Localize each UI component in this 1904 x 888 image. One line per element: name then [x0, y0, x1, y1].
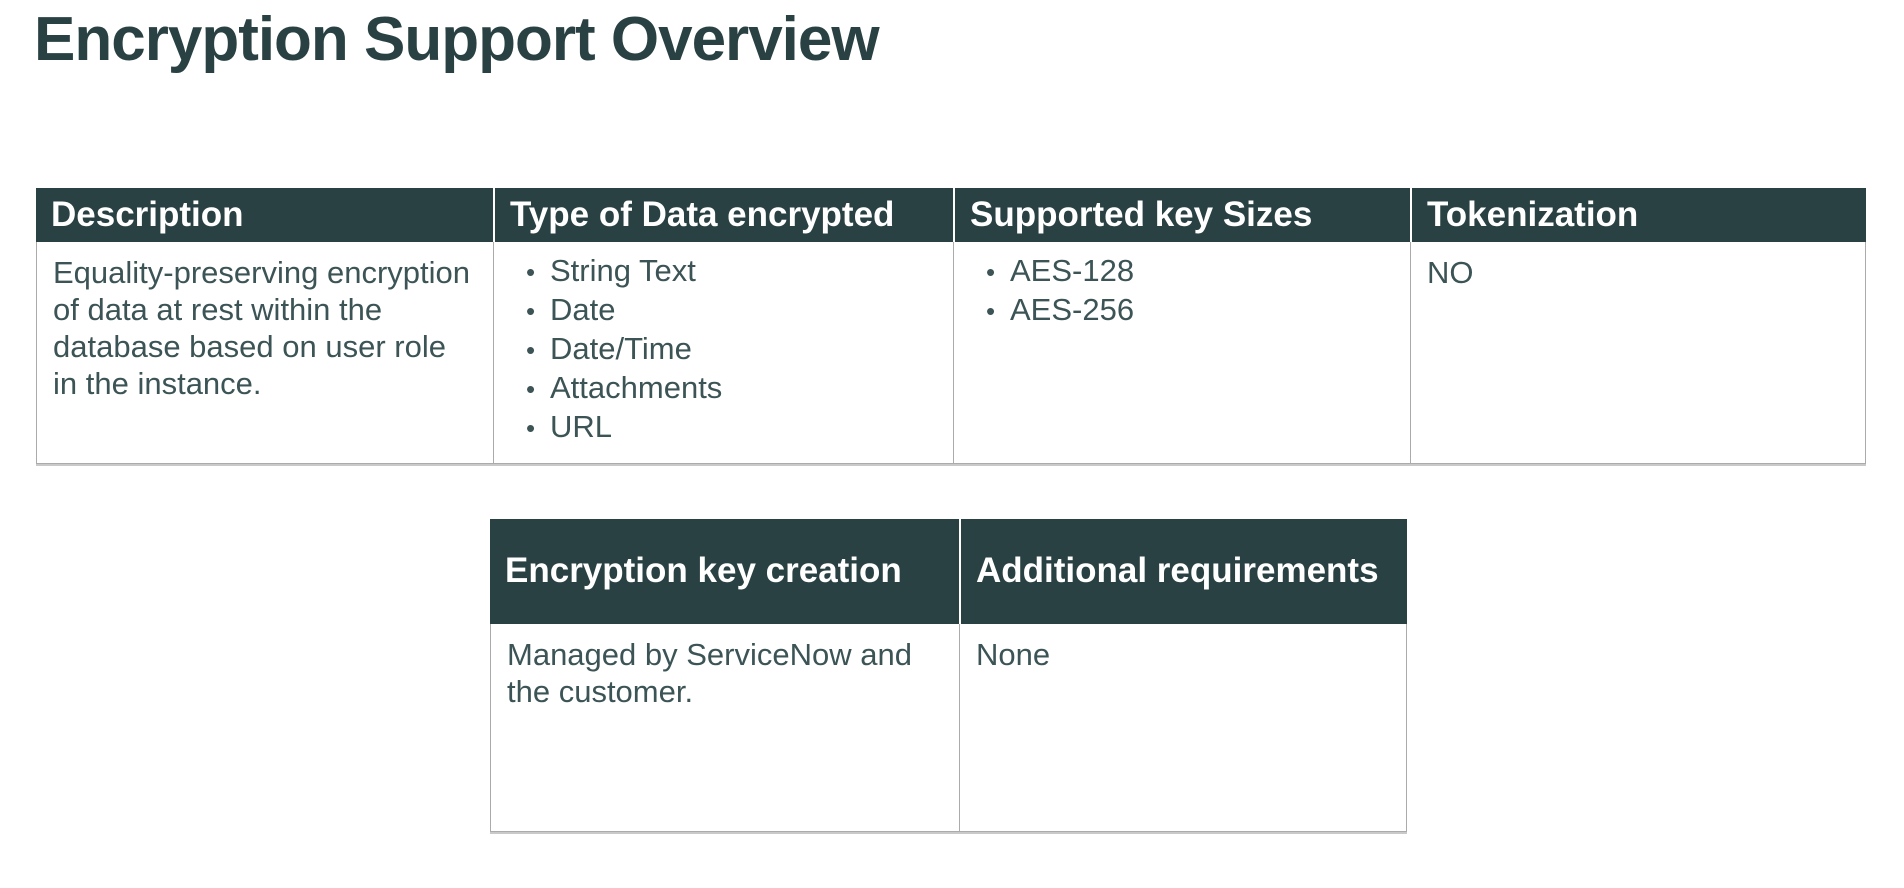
- key-creation-table-header: Encryption key creation Additional requi…: [490, 519, 1407, 624]
- types-encrypted-list: • String Text • Date • Date/Time • Attachmen…: [510, 252, 937, 447]
- column-header-key-creation: Encryption key creation: [505, 551, 902, 591]
- column-header-key-sizes: Supported key Sizes: [953, 188, 1410, 243]
- bullet-icon: •: [526, 335, 536, 365]
- bullet-icon: •: [526, 374, 536, 404]
- cell-description: Equality-preserving encryption of data a…: [36, 242, 493, 464]
- key-sizes-list: • AES-128 • AES-256: [970, 252, 1394, 330]
- key-creation-table: Encryption key creation Additional requi…: [490, 519, 1407, 834]
- table-row: Managed by ServiceNow and the customer. …: [490, 624, 1407, 834]
- list-item-label: String Text: [550, 253, 696, 288]
- cell-types-encrypted: • String Text • Date • Date/Time • Attachmen…: [493, 242, 953, 464]
- list-item: • AES-128: [970, 252, 1394, 291]
- encryption-overview-table-header: Description Type of Data encrypted Suppo…: [36, 188, 1866, 243]
- list-item: • Attachments: [510, 369, 937, 408]
- bullet-icon: •: [526, 257, 536, 287]
- list-item-label: AES-256: [1010, 292, 1135, 327]
- list-item: • String Text: [510, 252, 937, 291]
- list-item: • URL: [510, 408, 937, 447]
- cell-key-sizes: • AES-128 • AES-256: [953, 242, 1410, 464]
- column-header-additional-requirements: Additional requirements: [959, 519, 1407, 624]
- cell-additional-requirements: None: [959, 624, 1407, 832]
- list-item-label: Date: [550, 292, 616, 327]
- bullet-icon: •: [526, 413, 536, 443]
- list-item-label: URL: [550, 409, 613, 444]
- bullet-icon: •: [526, 296, 536, 326]
- list-item: • Date/Time: [510, 330, 937, 369]
- cell-tokenization: NO: [1410, 242, 1866, 464]
- cell-key-creation: Managed by ServiceNow and the customer.: [490, 624, 959, 832]
- table-row: Equality-preserving encryption of data a…: [36, 242, 1866, 466]
- column-header-type-of-data: Type of Data encrypted: [493, 188, 953, 243]
- page-title: Encryption Support Overview: [34, 5, 880, 74]
- column-header-tokenization: Tokenization: [1410, 188, 1866, 243]
- list-item: • Date: [510, 291, 937, 330]
- column-header-description: Description: [51, 195, 244, 234]
- bullet-icon: •: [986, 296, 996, 326]
- encryption-overview-table: Description Type of Data encrypted Suppo…: [36, 188, 1866, 466]
- bullet-icon: •: [986, 257, 996, 287]
- list-item-label: Attachments: [550, 370, 723, 405]
- list-item-label: AES-128: [1010, 253, 1135, 288]
- list-item: • AES-256: [970, 291, 1394, 330]
- list-item-label: Date/Time: [550, 331, 692, 366]
